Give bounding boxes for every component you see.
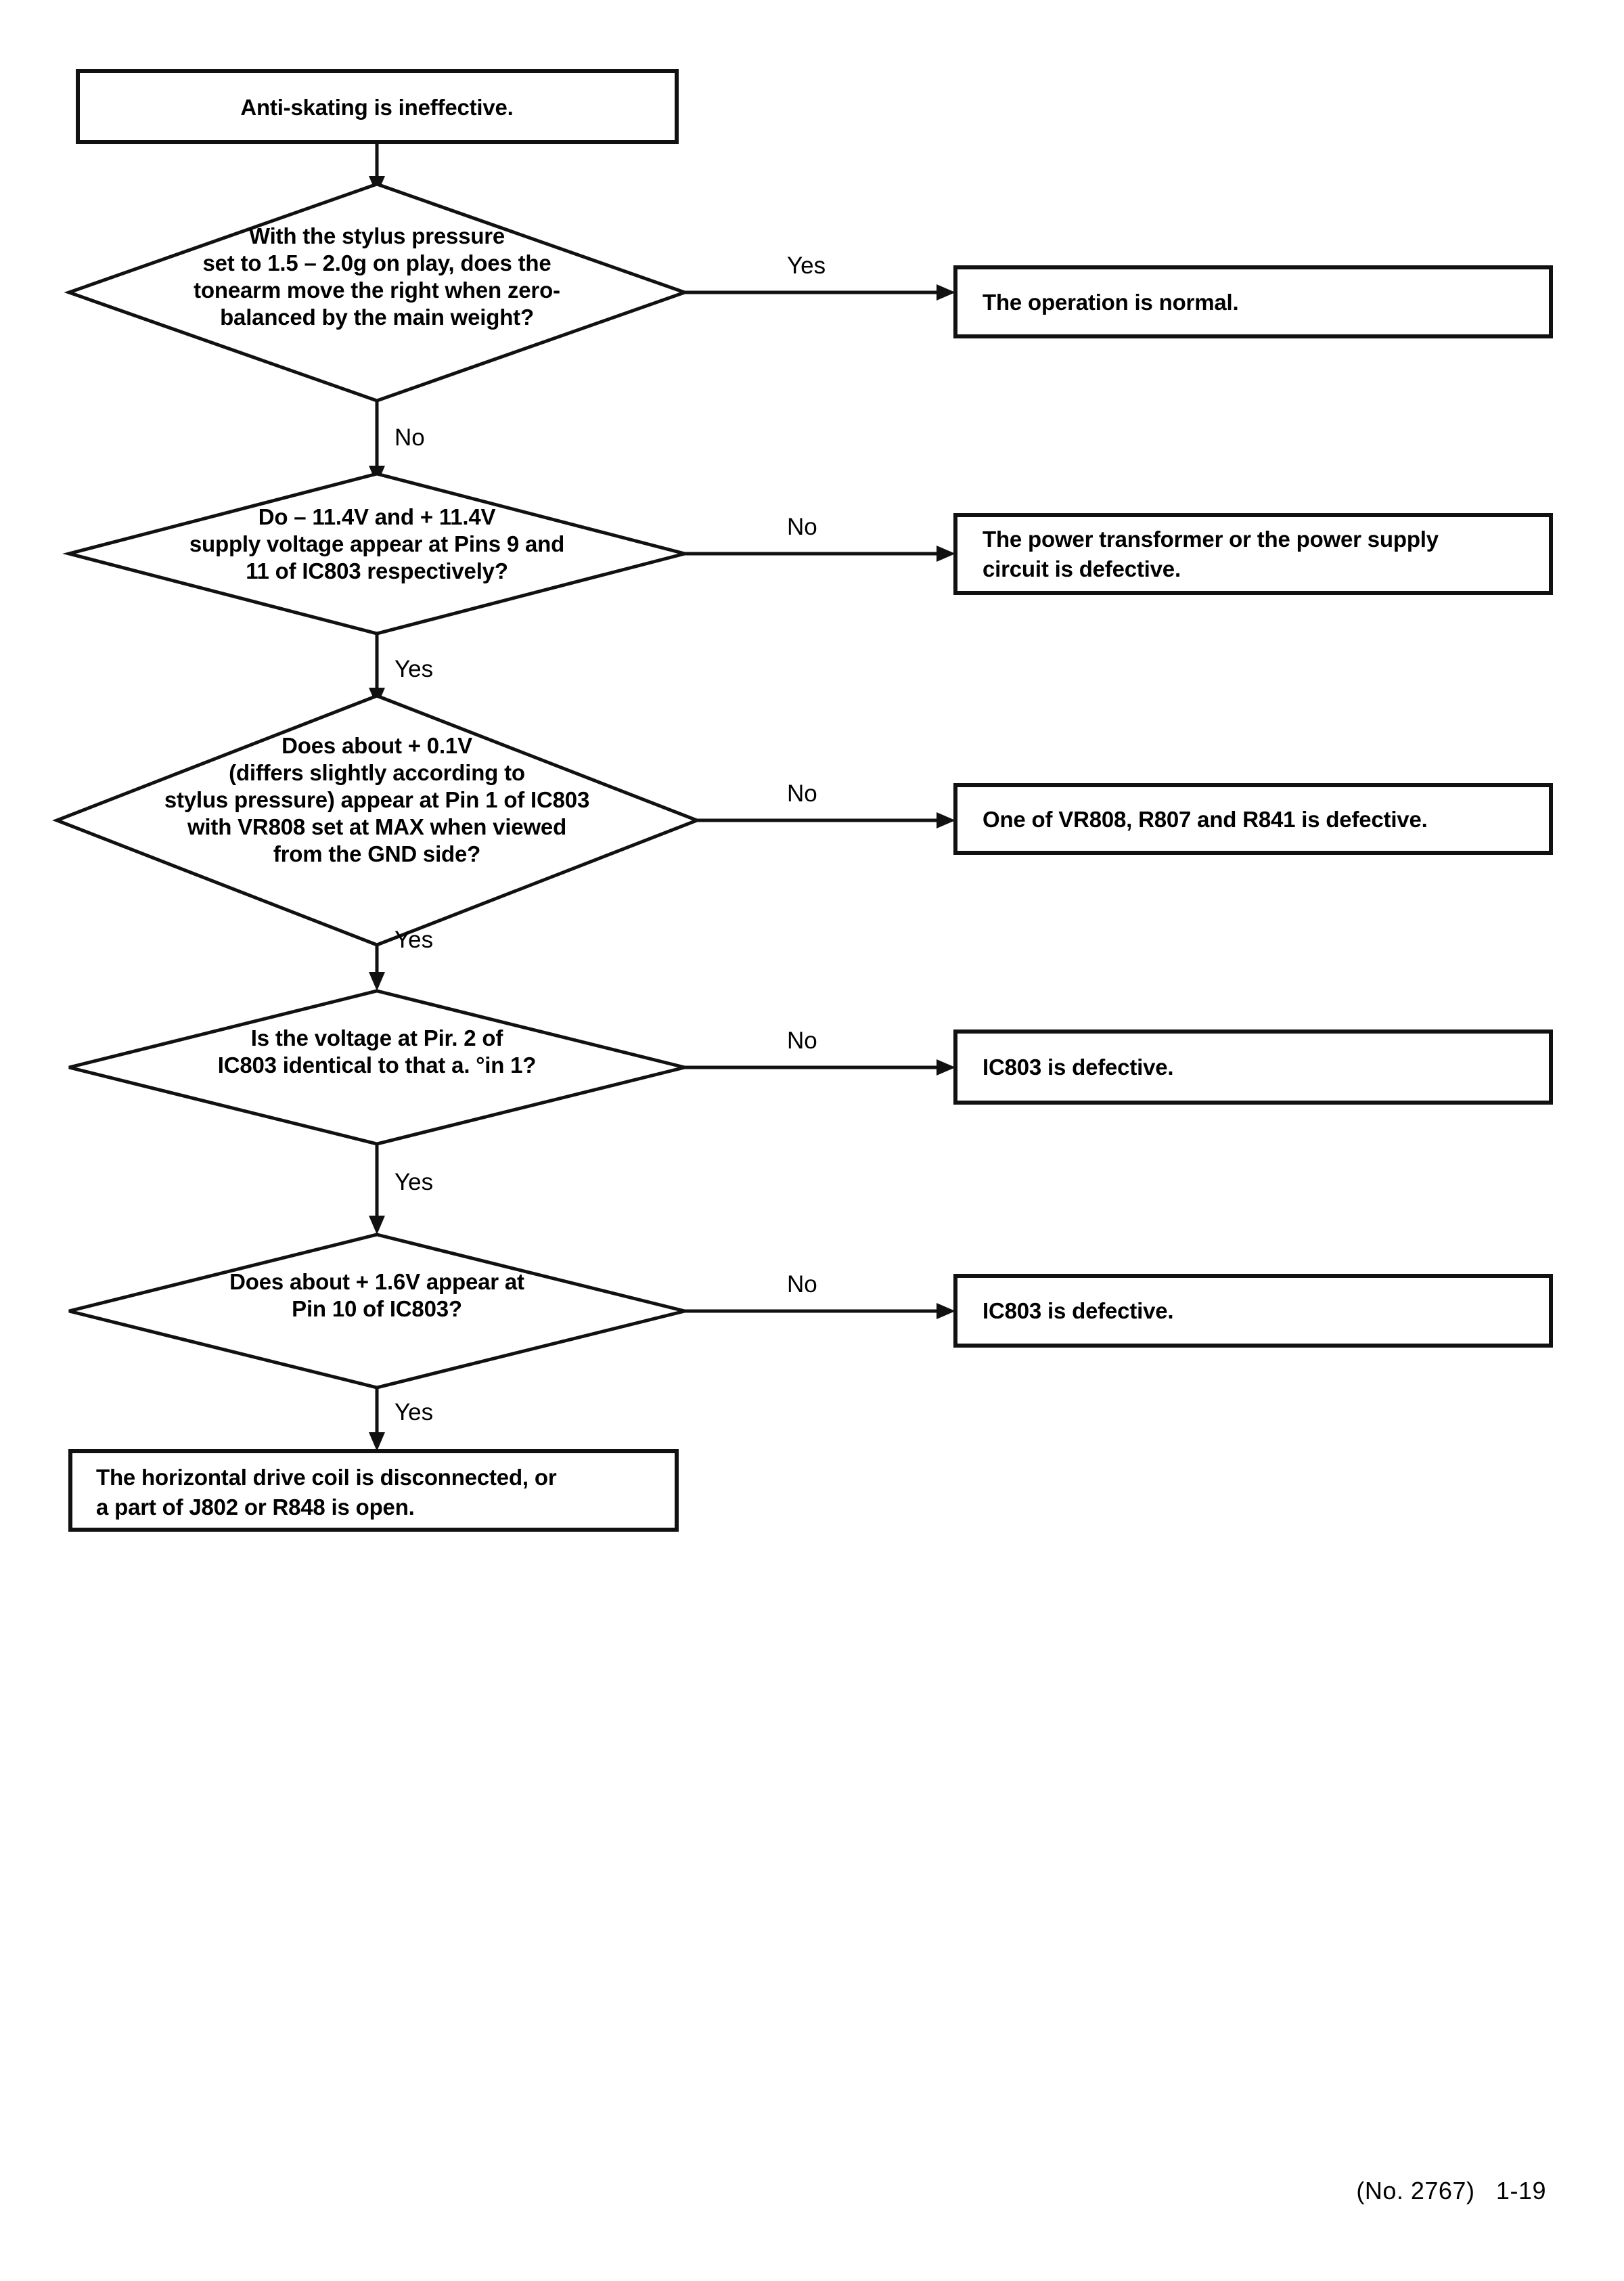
flow-node-result-2[interactable]: The power transformer or the power suppl…	[953, 513, 1553, 595]
connector-decision-3-no: No	[697, 780, 955, 828]
flow-node-decision-2[interactable]: Do – 11.4V and + 11.4V supply voltage ap…	[62, 472, 692, 636]
branch-label-decision-1-no: No	[394, 424, 425, 451]
arrowhead-right-icon	[937, 546, 955, 562]
terminal-line-1: The horizontal drive coil is disconnecte…	[96, 1465, 557, 1490]
branch-label-decision-3-yes: Yes	[394, 927, 433, 953]
arrowhead-right-icon	[937, 1303, 955, 1319]
flow-node-result-4[interactable]: IC803 is defective.	[953, 1029, 1553, 1105]
decision-5-line-1: Does about + 1.6V appear at	[229, 1269, 524, 1294]
connector-decision-2-yes: Yes	[369, 634, 433, 707]
arrowhead-right-icon	[937, 284, 955, 301]
flow-node-start[interactable]: Anti-skating is ineffective.	[76, 69, 679, 144]
result-1-line-1: The operation is normal.	[983, 290, 1238, 315]
result-2-box[interactable]	[953, 513, 1553, 595]
decision-1-line-4: balanced by the main weight?	[220, 305, 534, 330]
decision-3-line-4: with VR808 set at MAX when viewed	[187, 814, 566, 839]
flow-node-decision-4[interactable]: Is the voltage at Pir. 2 of IC803 identi…	[68, 989, 685, 1146]
flow-node-result-3[interactable]: One of VR808, R807 and R841 is defective…	[953, 783, 1553, 855]
branch-label-decision-5-no: No	[787, 1271, 817, 1298]
page-footer: (No. 2767) 1-19	[1356, 2177, 1546, 2205]
flow-node-terminal[interactable]: The horizontal drive coil is disconnecte…	[68, 1449, 679, 1532]
result-3-line-1: One of VR808, R807 and R841 is defective…	[983, 807, 1428, 832]
connector-decision-3-yes: Yes	[369, 927, 433, 991]
start-box-label: Anti-skating is ineffective.	[240, 95, 513, 120]
terminal-box[interactable]	[68, 1449, 679, 1532]
branch-label-decision-1-yes: Yes	[787, 252, 826, 279]
branch-label-decision-4-no: No	[787, 1027, 817, 1054]
result-2-line-2: circuit is defective.	[983, 556, 1181, 581]
flow-node-decision-3[interactable]: Does about + 0.1V (differs slightly acco…	[52, 694, 702, 947]
connector-decision-5-no: No	[685, 1271, 955, 1319]
branch-label-decision-4-yes: Yes	[394, 1169, 433, 1195]
decision-5-line-2: Pin 10 of IC803?	[292, 1296, 462, 1321]
result-4-box[interactable]	[953, 1029, 1553, 1105]
flow-node-decision-1[interactable]: With the stylus pressure set to 1.5 – 2.…	[64, 182, 690, 403]
result-3-box[interactable]	[953, 783, 1553, 855]
result-5-line-1: IC803 is defective.	[983, 1298, 1173, 1323]
decision-2-line-3: 11 of IC803 respectively?	[246, 558, 508, 583]
result-5-box[interactable]	[953, 1274, 1553, 1348]
branch-label-decision-2-yes: Yes	[394, 656, 433, 682]
decision-1-line-1: With the stylus pressure	[249, 223, 505, 248]
branch-label-decision-3-no: No	[787, 780, 817, 807]
result-4-line-1: IC803 is defective.	[983, 1055, 1173, 1080]
decision-2-line-2: supply voltage appear at Pins 9 and	[189, 531, 564, 556]
start-box[interactable]	[76, 69, 679, 144]
decision-3-line-3: stylus pressure) appear at Pin 1 of IC80…	[164, 787, 589, 812]
arrowhead-right-icon	[937, 812, 955, 828]
arrowhead-down-icon	[369, 972, 385, 991]
decision-1-line-2: set to 1.5 – 2.0g on play, does the	[202, 250, 551, 275]
arrowhead-right-icon	[937, 1059, 955, 1076]
result-2-line-1: The power transformer or the power suppl…	[983, 527, 1439, 552]
result-1-box[interactable]	[953, 265, 1553, 338]
flow-node-result-1[interactable]: The operation is normal.	[953, 265, 1553, 338]
decision-3-line-1: Does about + 0.1V	[281, 733, 472, 758]
connector-decision-5-yes: Yes	[369, 1388, 433, 1451]
decision-3-line-2: (differs slightly according to	[229, 760, 525, 785]
branch-label-decision-5-yes: Yes	[394, 1399, 433, 1425]
arrowhead-down-icon	[369, 1432, 385, 1451]
connector-decision-2-no: No	[685, 514, 955, 562]
connector-decision-4-no: No	[685, 1027, 955, 1076]
connector-decision-1-yes: Yes	[685, 252, 955, 301]
decision-4-line-2: IC803 identical to that a. °in 1?	[218, 1053, 537, 1078]
decision-3-line-5: from the GND side?	[273, 841, 480, 866]
terminal-line-2: a part of J802 or R848 is open.	[96, 1494, 415, 1520]
flow-node-decision-5[interactable]: Does about + 1.6V appear at Pin 10 of IC…	[68, 1233, 685, 1390]
connector-decision-4-yes: Yes	[369, 1144, 433, 1235]
flow-node-result-5[interactable]: IC803 is defective.	[953, 1274, 1553, 1348]
decision-1-line-3: tonearm move the right when zero-	[194, 278, 560, 303]
decision-2-line-1: Do – 11.4V and + 11.4V	[258, 504, 496, 529]
branch-label-decision-2-no: No	[787, 514, 817, 540]
decision-4-line-1: Is the voltage at Pir. 2 of	[251, 1025, 504, 1050]
connector-decision-1-no: No	[369, 401, 425, 485]
arrowhead-down-icon	[369, 1216, 385, 1235]
